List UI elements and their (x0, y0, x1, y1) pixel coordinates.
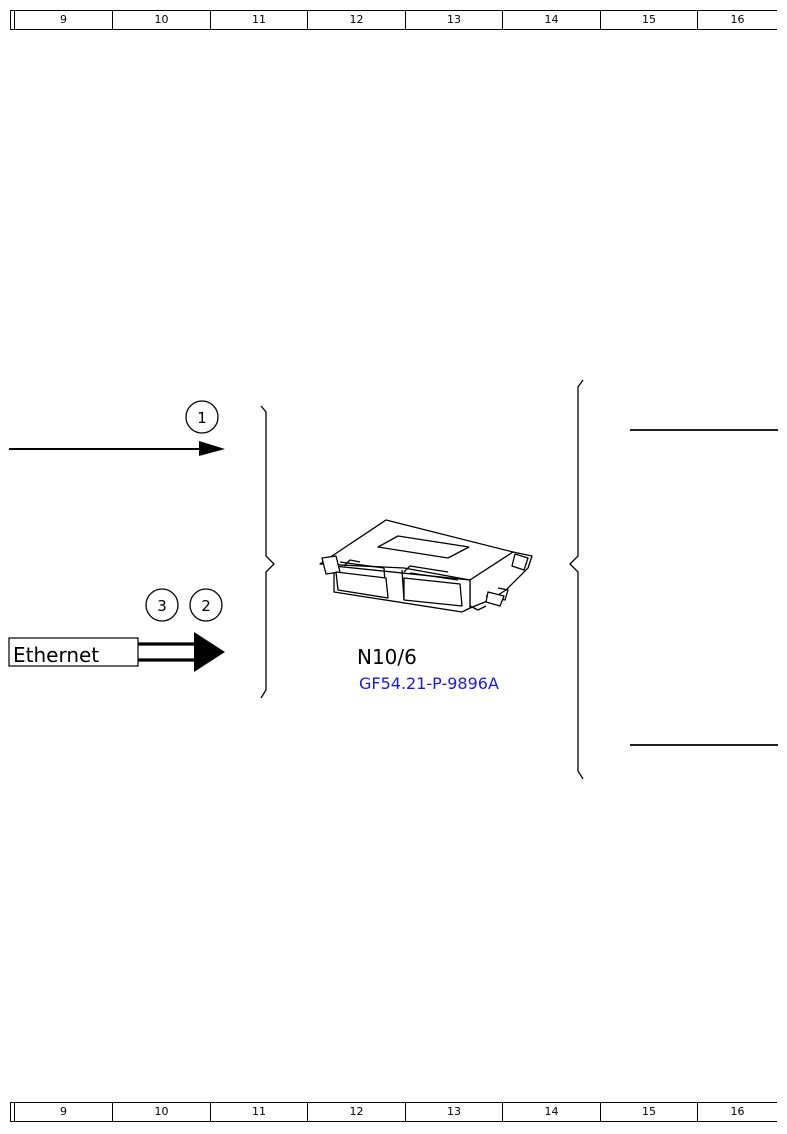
ruler-cell-16: 16 (697, 11, 777, 29)
left-brace (260, 405, 275, 699)
column-ruler-bottom: 9 10 11 12 13 14 15 16 (10, 1102, 777, 1122)
bus-arrowhead (194, 632, 225, 672)
ruler-cell-9: 9 (14, 1103, 112, 1121)
callout-2[interactable]: 2 (189, 588, 223, 622)
ethernet-label: Ethernet (13, 643, 99, 667)
callout-3-label: 3 (157, 597, 167, 615)
component-designation: N10/6 (357, 645, 417, 669)
ruler-cell-11: 11 (210, 11, 307, 29)
component-reference-link[interactable]: GF54.21-P-9896A (359, 674, 499, 693)
ruler-cell-15: 15 (600, 11, 697, 29)
signal-arrow-1 (9, 441, 225, 456)
callout-2-label: 2 (201, 597, 211, 615)
ruler-cell-14: 14 (502, 11, 600, 29)
ruler-cell-12: 12 (307, 11, 405, 29)
ruler-spacer (10, 1103, 14, 1121)
ruler-cell-10: 10 (112, 11, 210, 29)
ruler-cell-14: 14 (502, 1103, 600, 1121)
ruler-cell-9: 9 (14, 11, 112, 29)
ruler-cell-13: 13 (405, 1103, 502, 1121)
callout-3[interactable]: 3 (145, 588, 179, 622)
callout-1-label: 1 (197, 409, 207, 427)
ruler-cell-11: 11 (210, 1103, 307, 1121)
callout-1[interactable]: 1 (185, 400, 219, 434)
right-brace (569, 379, 584, 780)
ruler-cell-13: 13 (405, 11, 502, 29)
ethernet-bus: Ethernet (8, 632, 225, 672)
ruler-cell-10: 10 (112, 1103, 210, 1121)
control-unit-icon[interactable] (319, 519, 533, 613)
ethernet-label-box (8, 637, 139, 667)
ruler-cell-16: 16 (697, 1103, 777, 1121)
ruler-cell-15: 15 (600, 1103, 697, 1121)
column-ruler-top: 9 10 11 12 13 14 15 16 (10, 10, 777, 30)
ruler-spacer (10, 11, 14, 29)
ruler-cell-12: 12 (307, 1103, 405, 1121)
